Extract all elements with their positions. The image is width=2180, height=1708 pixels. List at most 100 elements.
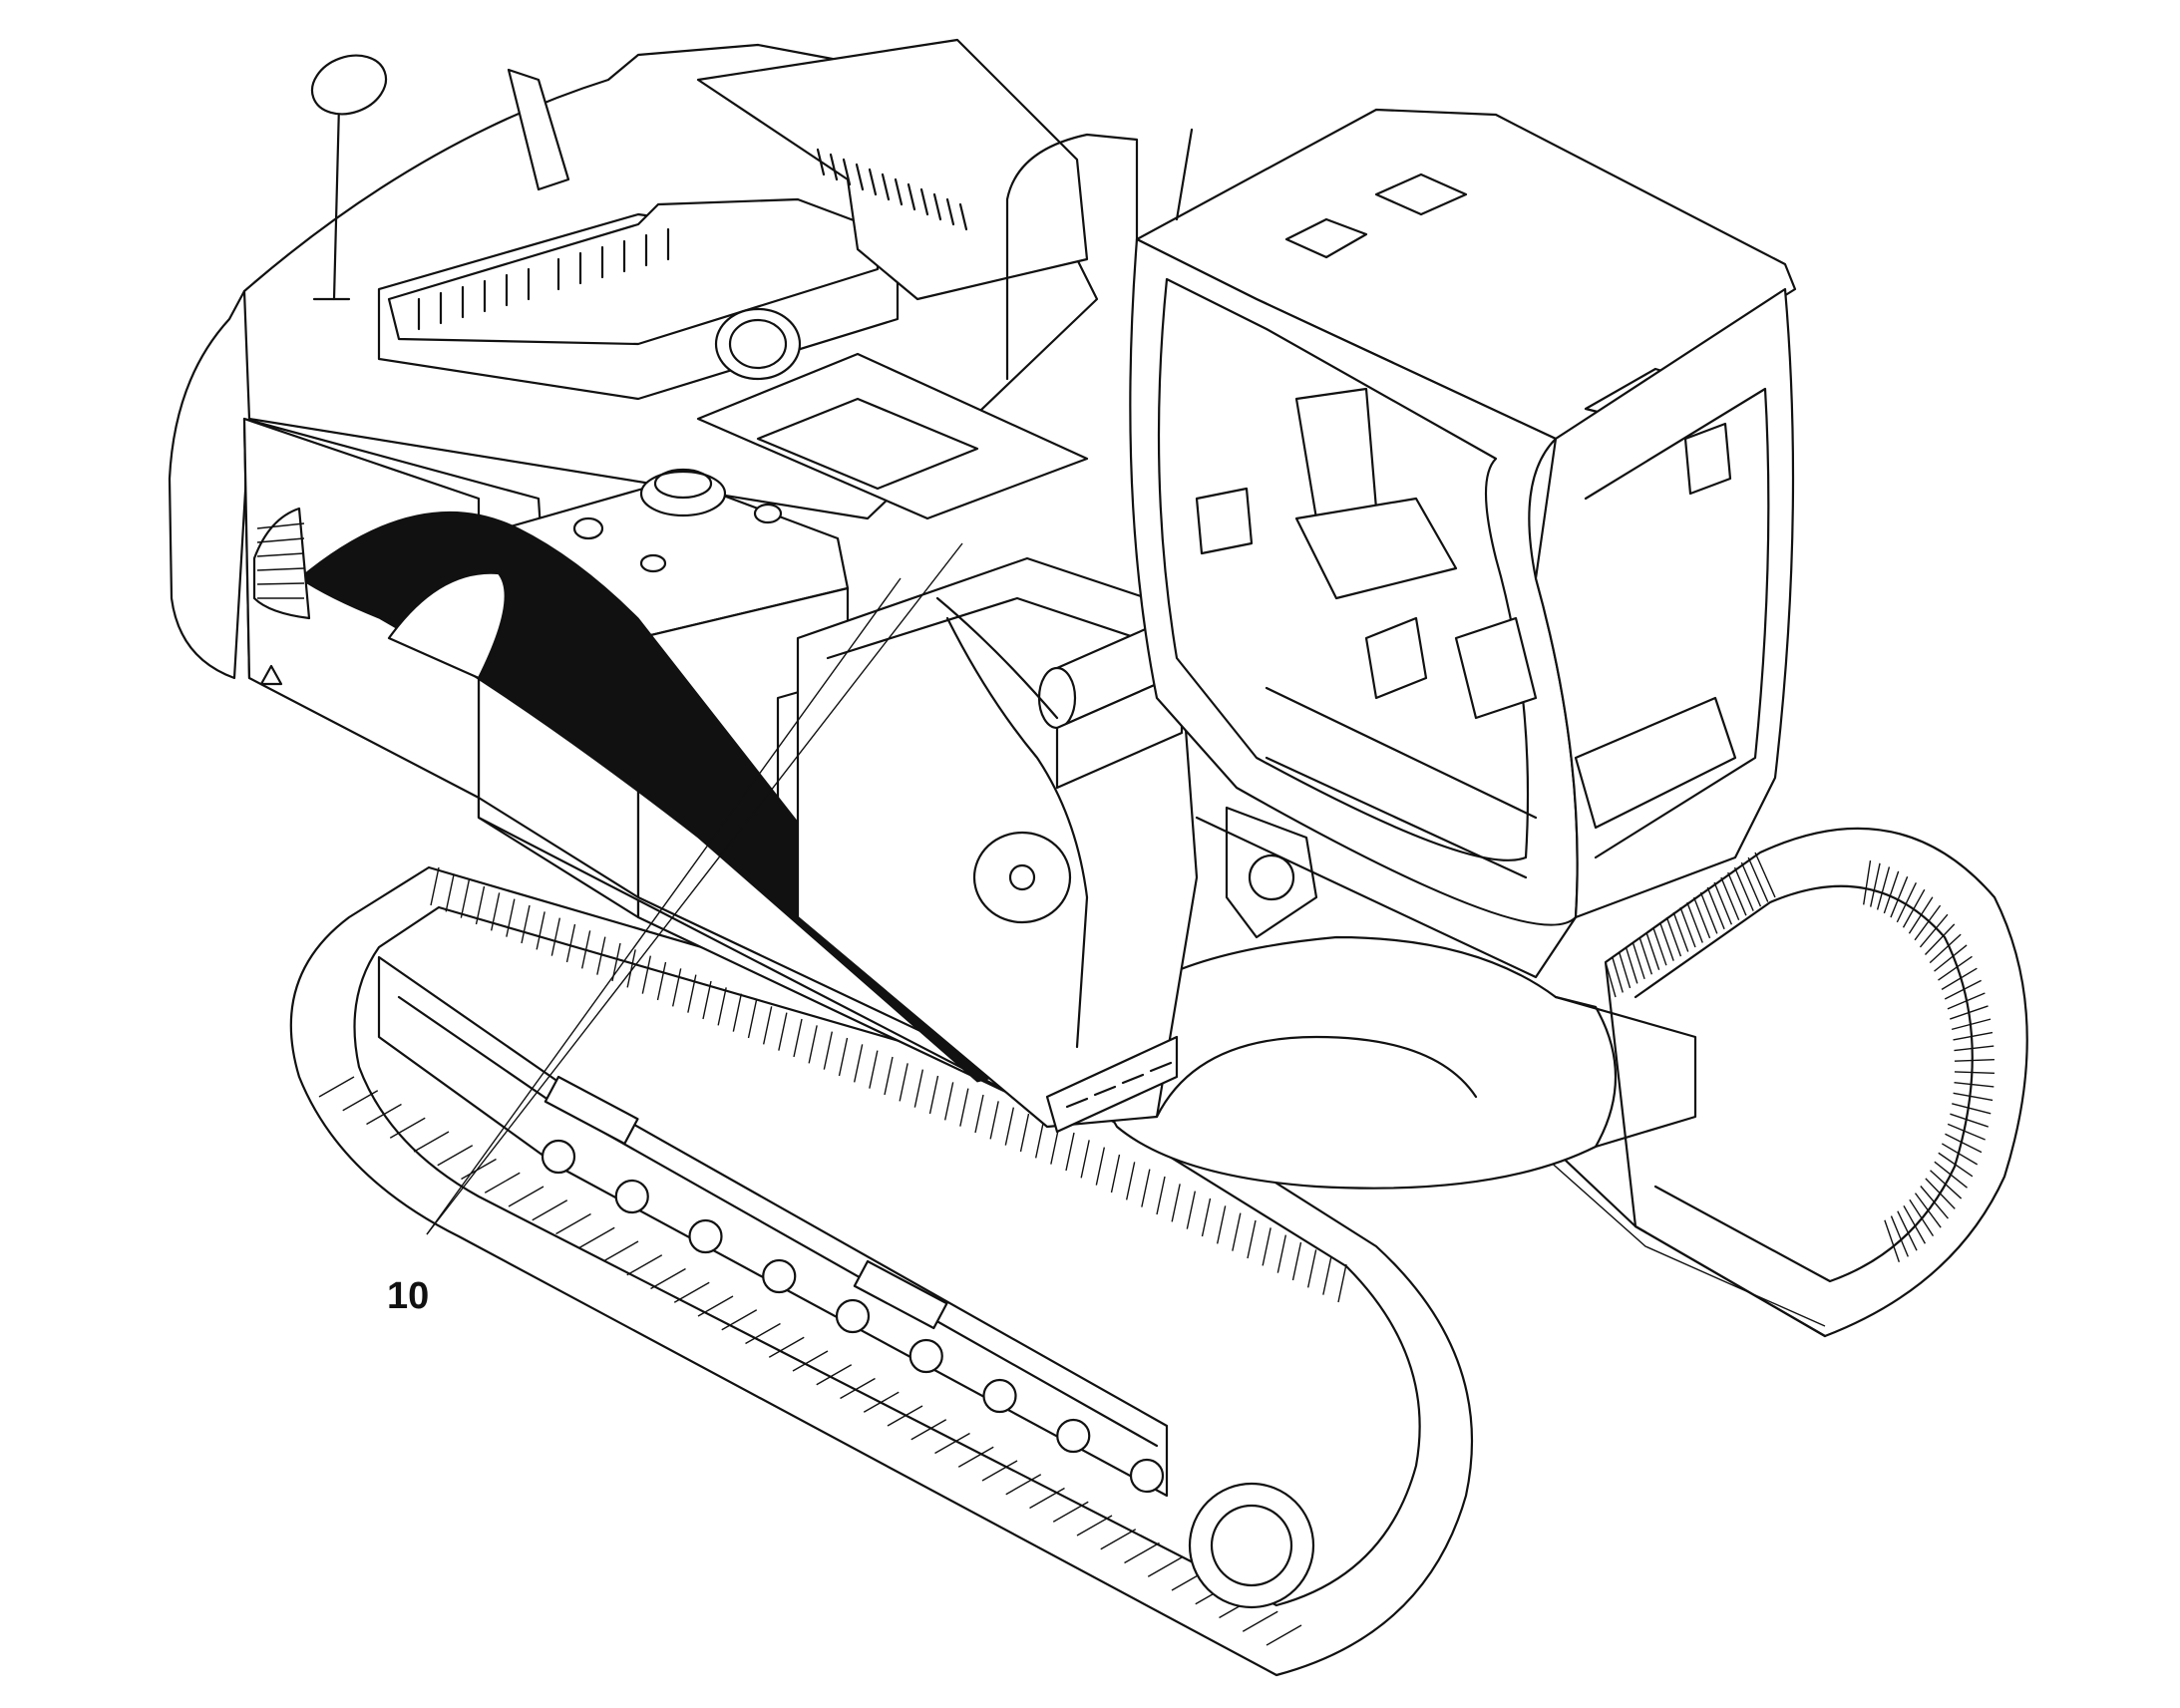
detail-line xyxy=(578,1226,615,1248)
detail-line xyxy=(1747,856,1769,902)
detail-line xyxy=(1093,1085,1117,1097)
detail-line xyxy=(1706,886,1725,930)
detail-line xyxy=(943,1082,954,1121)
detail-line xyxy=(887,1405,923,1427)
detail-line xyxy=(641,955,652,994)
detail-line xyxy=(1941,967,1978,990)
detail-line xyxy=(1954,1045,1995,1052)
detail-line xyxy=(1632,941,1645,980)
detail-line xyxy=(671,968,682,1007)
detail-line xyxy=(919,187,929,216)
detail-line xyxy=(1944,979,1982,1000)
detail-line xyxy=(342,1090,379,1112)
detail-line xyxy=(793,1018,803,1058)
detail-line xyxy=(945,197,955,226)
detail-line xyxy=(840,1377,876,1400)
detail-line xyxy=(868,168,878,196)
detail-line xyxy=(869,1050,879,1089)
detail-line xyxy=(687,974,697,1013)
detail-line xyxy=(1672,911,1689,952)
detail-line xyxy=(808,1025,818,1064)
detail-line xyxy=(989,1101,999,1140)
callout-10-leader-a xyxy=(426,577,902,1235)
detail-line xyxy=(1870,862,1881,907)
detail-line xyxy=(1232,1212,1242,1251)
detail-line xyxy=(1934,944,1968,972)
detail-line xyxy=(1890,1215,1909,1257)
track-roller xyxy=(835,1298,871,1334)
detail-line xyxy=(389,1117,426,1139)
detail-line xyxy=(1638,936,1653,975)
detail-line xyxy=(256,552,305,557)
detail-line xyxy=(1605,961,1617,998)
detail-line xyxy=(981,1460,1018,1482)
detail-line xyxy=(1652,926,1667,966)
detail-line xyxy=(823,1031,834,1070)
boom-foot xyxy=(796,556,1318,1134)
detail-line xyxy=(256,537,305,543)
detail-line xyxy=(1110,1154,1121,1194)
detail-line xyxy=(829,153,839,181)
detail-line xyxy=(884,1056,894,1096)
detail-line xyxy=(697,1295,734,1317)
detail-line xyxy=(1930,1170,1963,1199)
detail-line xyxy=(1019,1113,1030,1153)
detail-line xyxy=(959,1088,969,1127)
upper-structure xyxy=(168,38,1139,1109)
detail-line xyxy=(1914,1193,1942,1228)
callout-10-label: 10 xyxy=(387,1275,429,1317)
detail-line xyxy=(792,1350,829,1372)
detail-line xyxy=(1076,1515,1113,1537)
track-roller xyxy=(908,1338,943,1374)
detail-line xyxy=(565,923,576,963)
detail-line xyxy=(1733,866,1754,911)
detail-line xyxy=(907,182,916,211)
detail-line xyxy=(732,993,743,1032)
detail-line xyxy=(1914,904,1942,941)
detail-line xyxy=(1095,1147,1106,1186)
detail-line xyxy=(1612,956,1624,993)
detail-line xyxy=(1740,861,1762,907)
right-track xyxy=(1454,827,2028,1338)
detail-line xyxy=(894,177,904,206)
detail-line xyxy=(1337,1263,1347,1303)
detail-line xyxy=(1713,881,1733,925)
detail-line xyxy=(437,1145,474,1167)
detail-line xyxy=(974,1094,984,1134)
detail-line xyxy=(1947,1123,1986,1141)
track-roller xyxy=(762,1258,797,1294)
detail-line xyxy=(1322,1256,1332,1295)
detail-line xyxy=(1625,946,1638,984)
detail-line xyxy=(1125,1162,1136,1200)
detail-line xyxy=(1645,931,1660,970)
detail-line xyxy=(256,522,305,529)
detail-line xyxy=(1050,1126,1060,1165)
detail-line xyxy=(1925,1178,1956,1209)
detail-line xyxy=(1306,1249,1317,1288)
detail-line xyxy=(1679,906,1696,948)
detail-line xyxy=(747,999,758,1039)
detail-line xyxy=(1291,1241,1302,1281)
detail-line xyxy=(1266,1624,1302,1646)
detail-line xyxy=(1909,1198,1935,1236)
detail-line xyxy=(855,163,865,191)
detail-line xyxy=(958,202,968,231)
callout-10-leader-b xyxy=(426,542,963,1235)
detail-line xyxy=(1262,1227,1272,1266)
detail-line xyxy=(1699,891,1718,934)
detail-line xyxy=(1938,1152,1974,1178)
detail-line xyxy=(536,911,545,950)
track-roller xyxy=(541,1139,576,1175)
detail-line xyxy=(1950,1113,1989,1128)
detail-line xyxy=(1720,876,1740,920)
detail-line xyxy=(1201,1197,1212,1237)
detail-line xyxy=(881,172,891,201)
detail-line xyxy=(842,158,852,186)
detail-line xyxy=(413,1131,450,1153)
track-roller xyxy=(982,1378,1017,1414)
detail-line xyxy=(1941,1143,1979,1166)
detail-line xyxy=(702,980,712,1020)
detail-line xyxy=(910,1419,947,1441)
detail-line xyxy=(1903,1204,1927,1244)
detail-line xyxy=(1727,871,1747,916)
